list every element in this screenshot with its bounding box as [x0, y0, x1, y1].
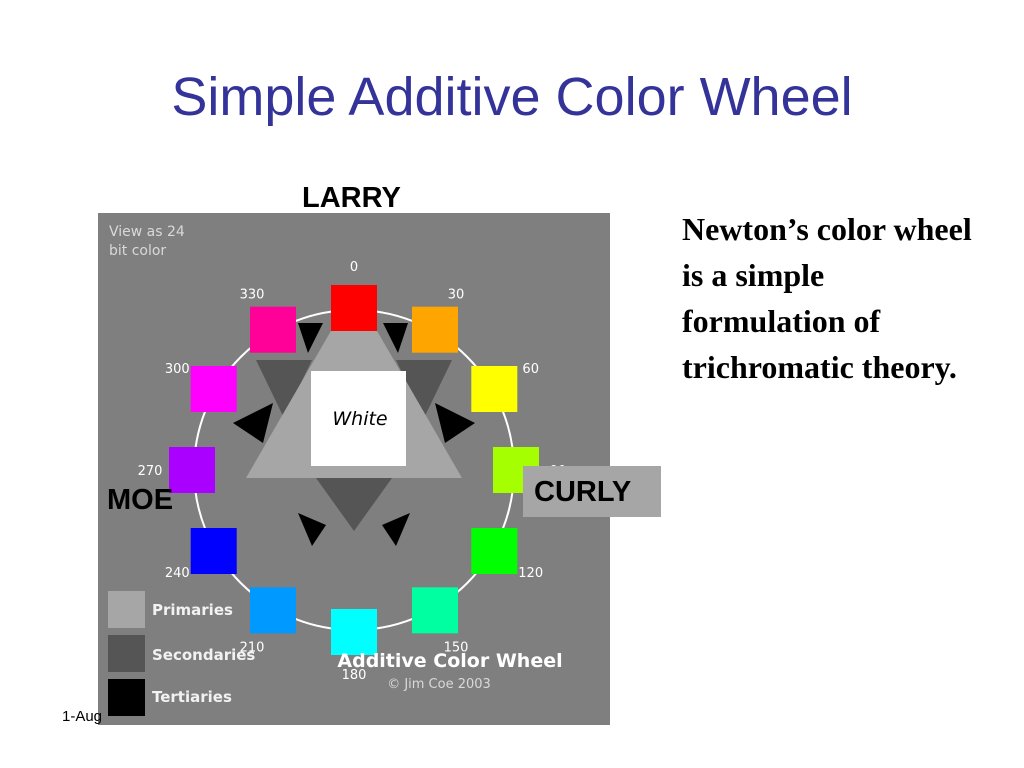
- legend-swatch-tertiaries: [108, 679, 145, 716]
- label-curly: CURLY: [534, 476, 632, 508]
- angle-label-300: 300: [165, 362, 190, 377]
- wheel-heading: Additive Color Wheel: [337, 650, 562, 672]
- tertiary-triangle: [382, 513, 410, 546]
- swatch-120: [471, 528, 518, 574]
- swatch-270: [169, 447, 215, 493]
- tertiary-triangle: [298, 323, 323, 353]
- swatch-group: 0306090120150180210240270300330: [138, 260, 567, 683]
- legend-label-secondaries: Secondaries: [152, 646, 255, 664]
- white-center-box: [311, 371, 406, 466]
- wheel-copyright: © Jim Coe 2003: [387, 677, 491, 692]
- tertiary-triangle: [233, 403, 273, 443]
- swatch-30: [412, 306, 458, 353]
- description-text: Newton’s color wheel is a simple formula…: [682, 211, 972, 385]
- curly-label-box: [523, 466, 661, 517]
- angle-label-0: 0: [350, 260, 358, 275]
- label-moe: MOE: [107, 484, 174, 516]
- white-center-label: White: [332, 408, 387, 430]
- label-larry: LARRY: [302, 182, 401, 214]
- secondary-triangle: [396, 360, 452, 418]
- swatch-0: [331, 285, 377, 331]
- legend-swatch-secondaries: [108, 635, 145, 672]
- tertiary-triangle: [298, 513, 326, 546]
- legend-label-tertiaries: Tertiaries: [152, 688, 232, 706]
- swatch-180: [331, 609, 377, 655]
- swatch-330: [250, 306, 296, 353]
- swatch-210: [250, 587, 296, 634]
- angle-label-210: 210: [240, 641, 265, 656]
- swatch-240: [190, 528, 237, 574]
- legend: Primaries Secondaries Tertiaries: [108, 591, 255, 716]
- angle-label-120: 120: [518, 566, 543, 581]
- tertiary-triangles: [233, 323, 475, 546]
- secondary-triangle: [256, 360, 312, 418]
- note-line-1: View as 24: [109, 224, 185, 240]
- slide-footer-date: 1-Aug: [62, 708, 103, 725]
- angle-label-180: 180: [342, 668, 367, 683]
- angle-label-30: 30: [448, 287, 465, 302]
- swatch-150: [412, 587, 458, 634]
- swatch-300: [190, 366, 237, 412]
- legend-label-primaries: Primaries: [152, 601, 233, 619]
- angle-label-270: 270: [138, 464, 163, 479]
- tertiary-triangle: [435, 403, 475, 443]
- legend-swatch-primaries: [108, 591, 145, 628]
- note-line-2: bit color: [109, 243, 166, 259]
- secondary-triangles: [256, 360, 452, 531]
- angle-label-240: 240: [165, 566, 190, 581]
- secondary-triangle: [316, 478, 392, 531]
- slide-title: Simple Additive Color Wheel: [171, 67, 853, 127]
- tertiary-triangle: [383, 323, 408, 353]
- swatch-60: [471, 366, 518, 412]
- angle-label-330: 330: [240, 287, 265, 302]
- angle-label-60: 60: [522, 362, 539, 377]
- angle-label-150: 150: [444, 641, 469, 656]
